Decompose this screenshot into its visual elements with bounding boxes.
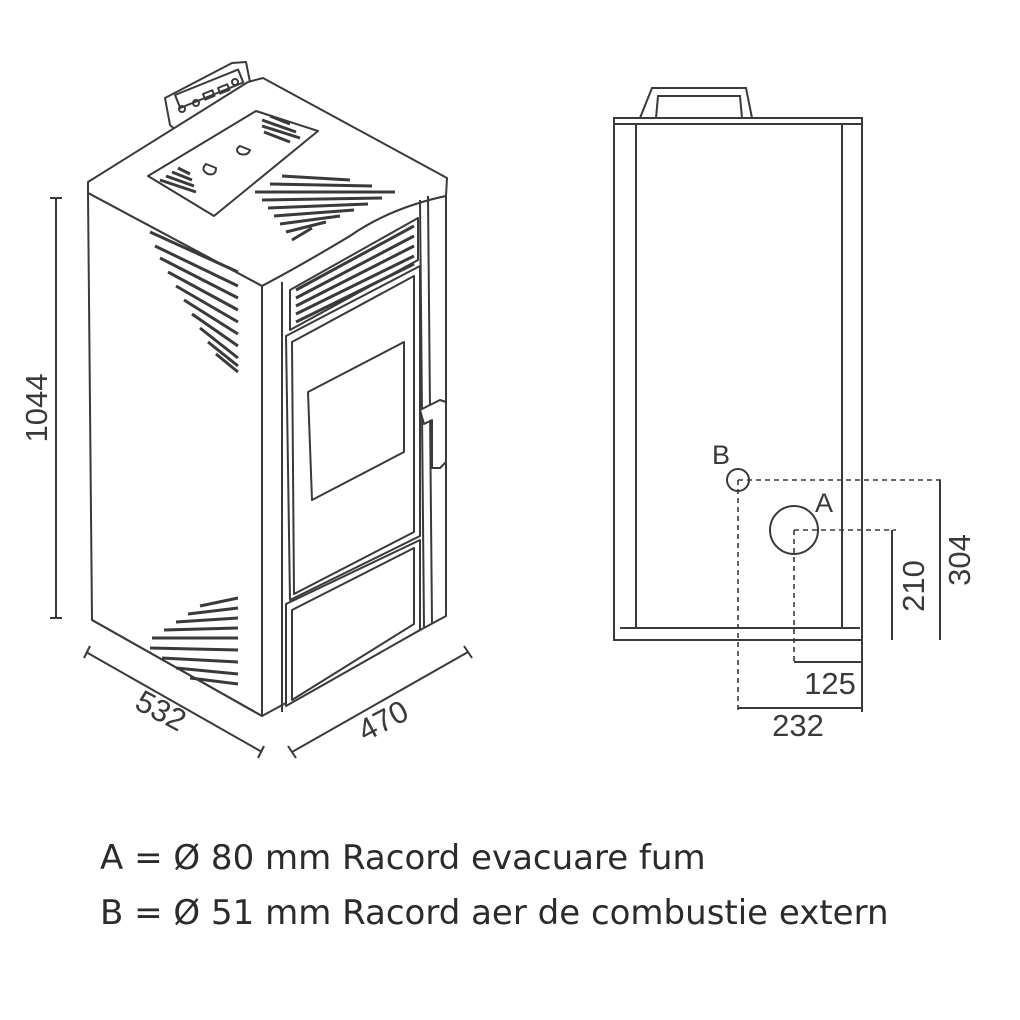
door-glass <box>307 341 405 501</box>
legend-connection-b: B = Ø 51 mm Racord aer de combustie exte… <box>100 893 889 933</box>
dimension-b-offset-label: 232 <box>772 708 824 743</box>
top-grille-left <box>159 166 197 194</box>
side-vent-upper <box>149 230 239 374</box>
control-panel <box>164 61 253 133</box>
isometric-dimension-lines <box>50 197 473 759</box>
top-grille-right <box>261 114 301 144</box>
rear-dimension-lines <box>738 480 941 712</box>
lower-drawer <box>285 539 421 707</box>
dimension-depth-label: 532 <box>130 683 192 738</box>
dimension-height-label: 1044 <box>19 374 54 443</box>
front-upper-grille <box>289 217 419 331</box>
top-triangle-vent <box>255 174 395 242</box>
legend-connection-a: A = Ø 80 mm Racord evacuare fum <box>100 838 706 878</box>
dimension-a-offset-label: 125 <box>804 666 856 701</box>
dimension-b-height-label: 304 <box>942 534 977 586</box>
stove-isometric-view <box>87 61 448 717</box>
connection-a-label: A <box>815 488 833 518</box>
connection-b-label: B <box>712 440 730 470</box>
dimension-width-label: 470 <box>352 693 414 748</box>
stove-rear-view <box>613 87 863 641</box>
door-handle <box>419 399 447 469</box>
side-vent-lower <box>149 596 239 686</box>
dimension-a-height-label: 210 <box>896 560 931 612</box>
rear-dimension-guides <box>737 479 942 712</box>
